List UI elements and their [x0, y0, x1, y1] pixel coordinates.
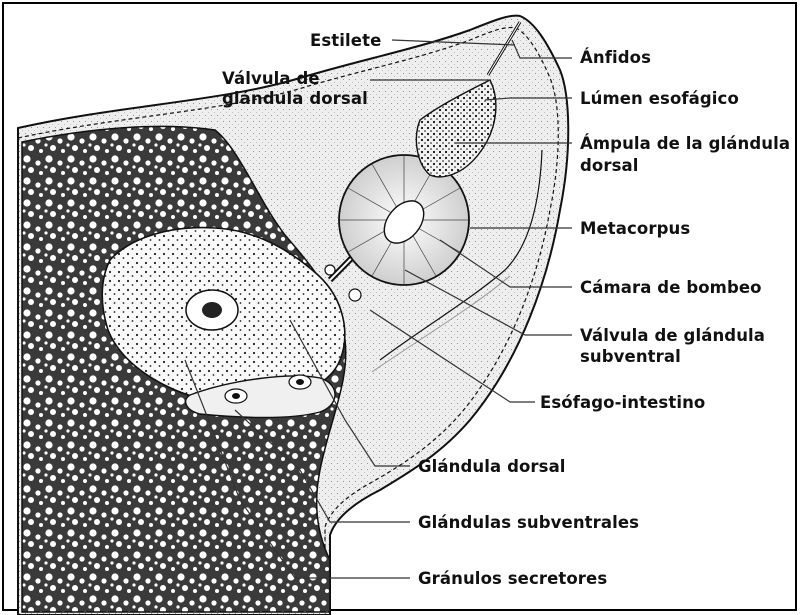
label-glandulas-subventrales: Glándulas subventrales [418, 512, 639, 533]
label-valvula-subventral-line1: Válvula de glándula [580, 325, 765, 346]
label-valvula-dorsal-line2: glándula dorsal [222, 88, 368, 109]
label-camara-bombeo: Cámara de bombeo [580, 277, 762, 298]
label-ampula-line2: dorsal [580, 155, 639, 176]
label-lumen-esofagico: Lúmen esofágico [580, 88, 739, 109]
label-valvula-subventral-line2: subventral [580, 346, 681, 367]
label-metacorpus: Metacorpus [580, 218, 690, 239]
label-estilete: Estilete [310, 30, 381, 51]
label-ampula-line1: Ámpula de la glándula [580, 133, 790, 154]
label-glandula-dorsal: Glándula dorsal [418, 456, 566, 477]
label-anfidos: Ánfidos [580, 47, 651, 68]
label-valvula-dorsal-line1: Válvula de [222, 68, 320, 89]
label-esofago-intestino: Esófago-intestino [540, 392, 705, 413]
label-granulos-secretores: Gránulos secretores [418, 568, 607, 589]
